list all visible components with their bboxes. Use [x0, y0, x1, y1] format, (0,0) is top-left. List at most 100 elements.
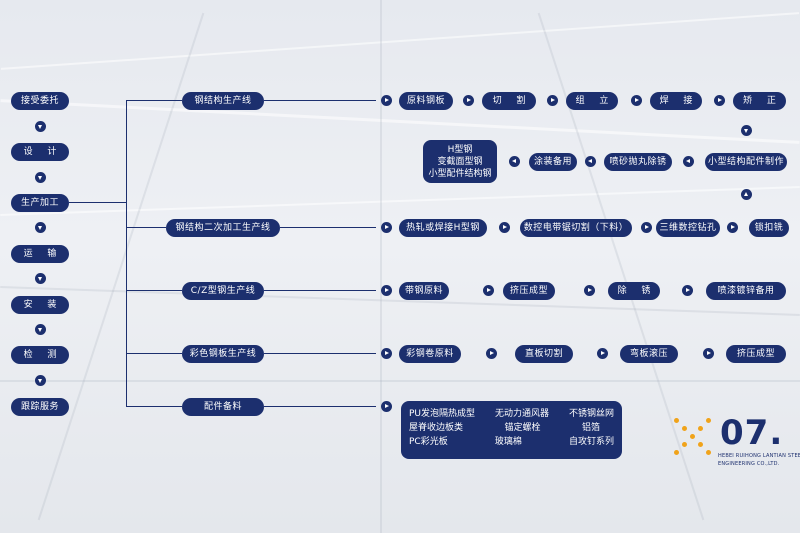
process-bend-roll: 弯板滚压 [620, 345, 678, 363]
output-h-steel-box: H型钢 变截面型钢 小型配件结构钢 [423, 140, 497, 183]
step-production: 生产加工 [11, 194, 69, 212]
step-accept-commission: 接受委托 [11, 92, 69, 110]
arrow-right-icon [682, 285, 693, 296]
arrow-down-icon [35, 324, 46, 335]
connector-line [126, 406, 182, 407]
arrow-right-icon [547, 95, 558, 106]
arrow-down-icon [35, 121, 46, 132]
process-coating: 涂装备用 [529, 153, 577, 171]
connector-line [126, 290, 182, 291]
step-followup-service: 跟踪服务 [11, 398, 69, 416]
process-raw-steel-plate: 原料钢板 [399, 92, 453, 110]
arrow-right-icon [499, 222, 510, 233]
process-assembly: 组 立 [566, 92, 618, 110]
process-cutting: 切 割 [482, 92, 536, 110]
accessory-item: 锚定螺栓 [504, 423, 541, 433]
decor-dot [682, 426, 687, 431]
arrow-left-icon [683, 156, 694, 167]
arrow-right-icon [483, 285, 494, 296]
process-straight-cut: 直板切割 [515, 345, 573, 363]
process-color-coil: 彩钢卷原料 [399, 345, 461, 363]
process-straightening: 矫 正 [733, 92, 786, 110]
accessory-item: 无动力通风器 [494, 409, 549, 419]
decor-dot [690, 434, 695, 439]
decor-dot [674, 450, 679, 455]
process-paint-galvanize: 喷漆镀锌备用 [706, 282, 786, 300]
output-variable-section-steel: 变截面型钢 [437, 157, 483, 167]
decor-dot [698, 442, 703, 447]
process-welding: 焊 接 [650, 92, 702, 110]
company-name-line2: ENGINEERING CO.,LTD. [718, 461, 780, 467]
arrow-right-icon [486, 348, 497, 359]
accessory-row: PC彩光板 玻璃棉 自攻钉系列 [409, 435, 614, 449]
decor-dot [682, 442, 687, 447]
arrow-left-icon [509, 156, 520, 167]
company-name-line1: HEBEI RUIHONG LANTIAN STEEL STR [718, 453, 800, 459]
accessory-row: PU发泡隔热成型 无动力通风器 不锈钢丝网 [409, 407, 614, 421]
output-h-steel: H型钢 [447, 145, 473, 155]
output-small-parts-steel: 小型配件结构钢 [428, 169, 492, 179]
arrow-right-icon [381, 401, 392, 412]
accessory-item: 玻璃棉 [494, 437, 522, 447]
process-extrusion-forming: 挤压成型 [726, 345, 786, 363]
accessory-item: 自攻钉系列 [568, 437, 614, 447]
connector-line [126, 100, 182, 101]
step-install: 安 装 [11, 296, 69, 314]
arrow-right-icon [703, 348, 714, 359]
arrow-right-icon [597, 348, 608, 359]
line-extension [264, 406, 376, 407]
decor-dot [706, 450, 711, 455]
line-color-steel-plate: 彩色钢板生产线 [182, 345, 264, 363]
arrow-right-icon [381, 222, 392, 233]
arrow-down-icon [35, 172, 46, 183]
arrow-down-icon [35, 273, 46, 284]
arrow-right-icon [584, 285, 595, 296]
accessory-list-box: PU发泡隔热成型 无动力通风器 不锈钢丝网 屋脊收边板类 锚定螺栓 铝箔 PC彩… [401, 401, 622, 459]
process-3d-drilling: 三维数控钻孔 [656, 219, 720, 237]
connector-line [69, 202, 126, 203]
connector-bracket [126, 100, 127, 406]
step-transport: 运 输 [11, 245, 69, 263]
line-extension [264, 353, 376, 354]
arrow-right-icon [714, 95, 725, 106]
accessory-item: PU发泡隔热成型 [409, 409, 476, 419]
line-extension [264, 290, 376, 291]
accessory-item: 不锈钢丝网 [568, 409, 614, 419]
line-extension [280, 227, 376, 228]
arrow-right-icon [631, 95, 642, 106]
accessory-row: 屋脊收边板类 锚定螺栓 铝箔 [409, 421, 614, 435]
decor-dot [674, 418, 679, 423]
process-lock-milling: 锁扣铣 [749, 219, 789, 237]
arrow-right-icon [463, 95, 474, 106]
arrow-left-icon [585, 156, 596, 167]
page-number: 07. [720, 413, 784, 453]
line-cz-steel: C/Z型钢生产线 [182, 282, 264, 300]
arrow-right-icon [381, 285, 392, 296]
company-name: HEBEI RUIHONG LANTIAN STEEL STR ENGINEER… [718, 452, 800, 468]
process-strip-steel: 带钢原料 [399, 282, 449, 300]
process-band-saw: 数控电带锯切割（下料） [520, 219, 632, 237]
arrow-down-icon [35, 375, 46, 386]
line-accessory-prep: 配件备料 [182, 398, 264, 416]
accessory-item: PC彩光板 [409, 437, 448, 447]
step-design: 设 计 [11, 143, 69, 161]
connector-line [126, 227, 166, 228]
accessory-item: 铝箔 [581, 423, 600, 433]
decor-dot [698, 426, 703, 431]
decor-dot [706, 418, 711, 423]
process-h-steel-input: 热轧或焊接H型钢 [399, 219, 487, 237]
line-secondary-processing: 钢结构二次加工生产线 [166, 219, 280, 237]
process-rust-removal: 除 锈 [608, 282, 660, 300]
process-small-parts: 小型结构配件制作 [705, 153, 787, 171]
arrow-right-icon [381, 348, 392, 359]
process-extrusion: 挤压成型 [503, 282, 555, 300]
arrow-right-icon [641, 222, 652, 233]
arrow-right-icon [727, 222, 738, 233]
arrow-down-icon [741, 125, 752, 136]
process-shot-blasting: 喷砂抛丸除锈 [604, 153, 672, 171]
connector-line [126, 353, 182, 354]
line-steel-structure: 钢结构生产线 [182, 92, 264, 110]
accessory-item: 屋脊收边板类 [409, 423, 464, 433]
arrow-up-icon [741, 189, 752, 200]
